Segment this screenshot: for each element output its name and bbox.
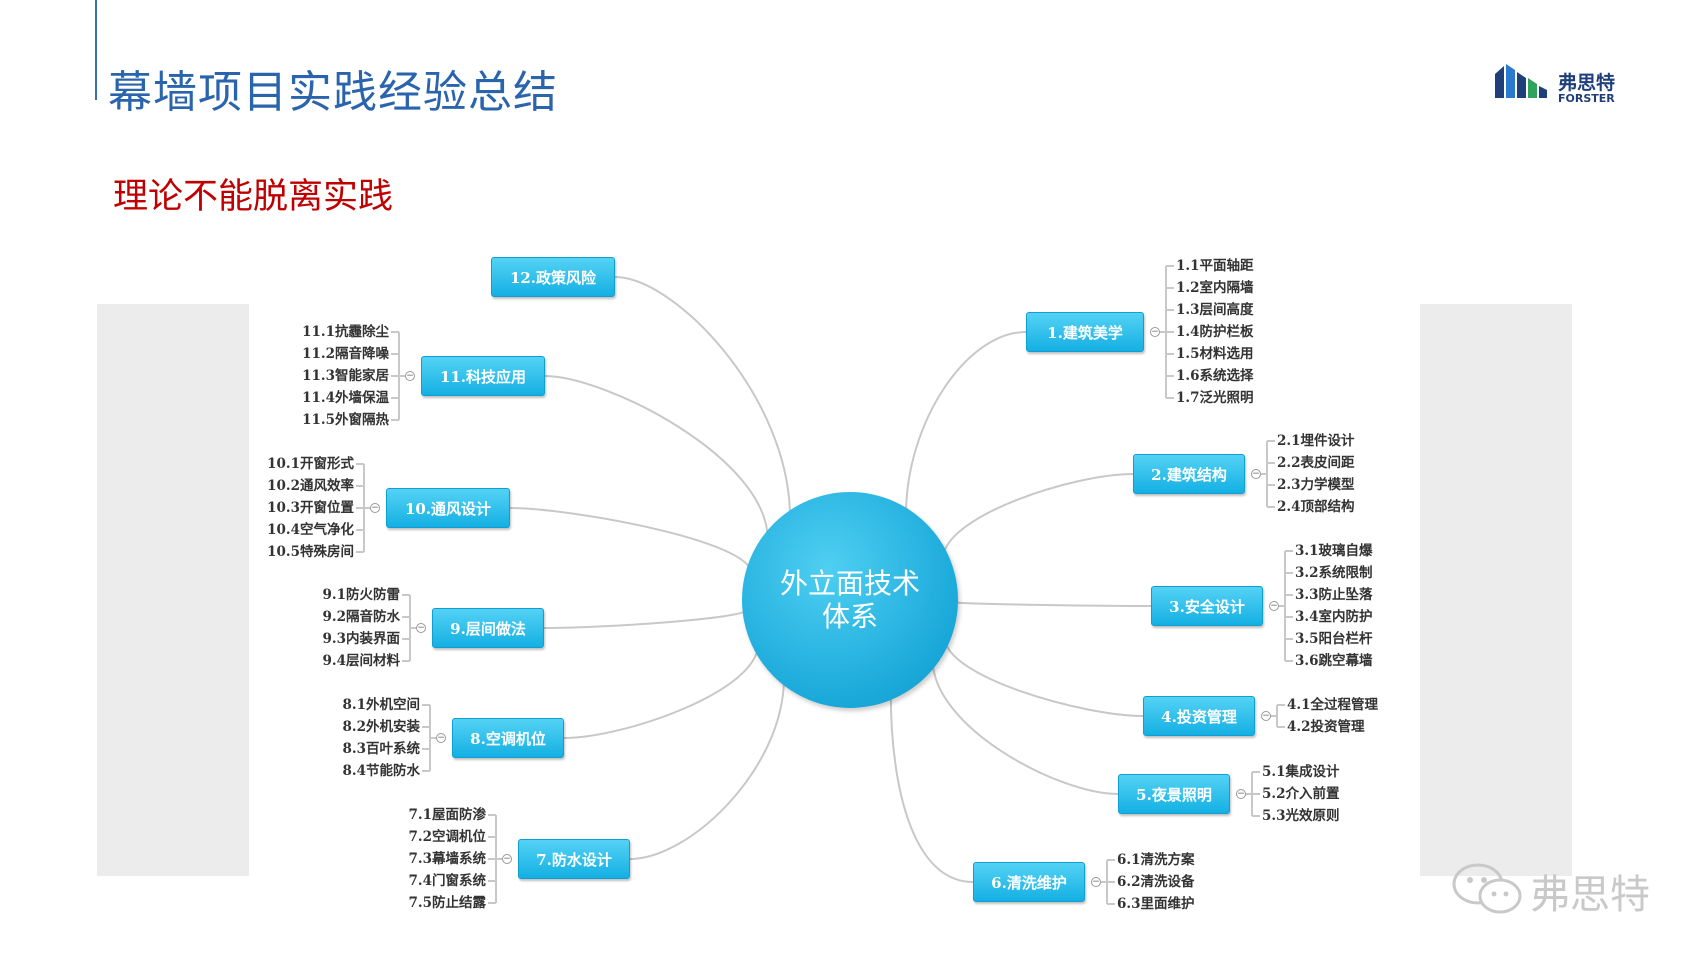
collapse-toggle-2[interactable]: − [1251, 469, 1261, 479]
mindmap-leaf-2-3: 2.3力学模型 [1277, 477, 1355, 493]
logo-chinese-name: 弗思特 [1558, 72, 1616, 94]
mindmap-node-3: 3.安全设计 [1151, 586, 1263, 626]
mindmap-node-11: 11.科技应用 [421, 356, 545, 396]
mindmap-node-12: 12.政策风险 [491, 257, 615, 297]
mindmap-node-9: 9.层间做法 [432, 608, 544, 648]
branch-connector-7 [629, 677, 785, 860]
branch-connector-9 [543, 608, 750, 629]
branch-connector-1 [905, 331, 1027, 515]
branch-connector-4 [943, 637, 1144, 717]
branch-connector-2 [942, 473, 1134, 559]
mindmap-leaf-8-1: 8.1外机空间 [342, 697, 421, 713]
collapse-toggle-10[interactable]: − [370, 503, 380, 513]
wechat-watermark-label: 弗思特 [1530, 872, 1650, 918]
mindmap-leaf-10-3: 10.3开窗位置 [267, 500, 354, 516]
mindmap-leaf-11-1: 11.1抗霾除尘 [302, 324, 389, 340]
collapse-toggle-1[interactable]: − [1150, 327, 1160, 337]
mindmap-leaf-4-1: 4.1全过程管理 [1287, 697, 1378, 713]
mindmap-node-4: 4.投资管理 [1143, 696, 1255, 736]
branch-connector-12 [614, 276, 791, 518]
mindmap-leaf-8-2: 8.2外机安装 [342, 719, 421, 735]
mindmap-leaf-1-7: 1.7泛光照明 [1176, 390, 1254, 406]
collapse-toggle-11[interactable]: − [405, 371, 415, 381]
mindmap-node-6: 6.清洗维护 [973, 862, 1085, 902]
header-accent-bar [95, 0, 97, 100]
collapse-toggle-6[interactable]: − [1091, 877, 1101, 887]
collapse-toggle-4[interactable]: − [1261, 711, 1271, 721]
branch-connector-11 [544, 375, 769, 540]
mindmap-node-5: 5.夜景照明 [1118, 774, 1230, 814]
forster-logo: 弗思特 FORSTER [1495, 62, 1655, 106]
mindmap-node-7: 7.防水设计 [518, 839, 630, 879]
wechat-icon [1452, 863, 1522, 914]
mindmap-leaf-1-1: 1.1平面轴距 [1176, 258, 1254, 274]
mindmap-leaf-1-6: 1.6系统选择 [1176, 368, 1254, 384]
mindmap-leaf-4-2: 4.2投资管理 [1287, 719, 1365, 735]
mindmap-leaf-10-5: 10.5特殊房间 [267, 544, 354, 560]
mindmap-leaf-5-1: 5.1集成设计 [1262, 764, 1340, 780]
mindmap-leaf-8-3: 8.3百叶系统 [342, 741, 421, 757]
mindmap-leaf-3-3: 3.3防止坠落 [1295, 587, 1373, 603]
mindmap-leaf-6-2: 6.2清洗设备 [1117, 874, 1195, 890]
mindmap-leaf-3-5: 3.5阳台栏杆 [1295, 631, 1373, 647]
mindmap-leaf-7-2: 7.2空调机位 [408, 829, 487, 845]
mindmap-leaf-7-1: 7.1屋面防渗 [408, 807, 487, 823]
mindmap-leaf-10-4: 10.4空气净化 [267, 522, 354, 538]
mindmap-leaf-11-5: 11.5外窗隔热 [302, 412, 389, 428]
logo-english-name: FORSTER [1558, 92, 1615, 105]
mindmap-leaf-2-4: 2.4顶部结构 [1277, 499, 1355, 515]
mindmap-leaf-3-6: 3.6跳空幕墙 [1295, 653, 1373, 669]
branch-connector-8 [563, 644, 760, 739]
mindmap-leaf-9-1: 9.1防火防雷 [322, 587, 401, 603]
collapse-toggle-7[interactable]: − [502, 854, 512, 864]
mindmap-leaf-1-3: 1.3层间高度 [1176, 302, 1254, 318]
mindmap-leaf-11-2: 11.2隔音降噪 [302, 346, 389, 362]
mindmap-leaf-10-2: 10.2通风效率 [267, 478, 354, 494]
mindmap-leaf-6-1: 6.1清洗方案 [1117, 852, 1195, 868]
mindmap-center-node: 外立面技术体系 [742, 492, 958, 708]
wechat-watermark: 弗思特 [1450, 860, 1670, 918]
slide-subtitle: 理论不能脱离实践 [113, 177, 394, 217]
mindmap-leaf-3-2: 3.2系统限制 [1295, 565, 1373, 581]
mindmap-leaf-3-1: 3.1玻璃自爆 [1295, 543, 1373, 559]
mindmap-node-1: 1.建筑美学 [1026, 312, 1144, 352]
mindmap-center-label: 外立面技术体系 [779, 567, 920, 633]
slide-title: 幕墙项目实践经验总结 [108, 67, 558, 118]
branch-connector-6 [889, 693, 974, 883]
branch-connector-5 [931, 659, 1119, 795]
mindmap-leaf-1-4: 1.4防护栏板 [1176, 324, 1254, 340]
mindmap-leaf-9-4: 9.4层间材料 [322, 653, 401, 669]
mindmap-leaf-2-1: 2.1埋件设计 [1277, 433, 1355, 449]
mindmap-node-10: 10.通风设计 [386, 488, 510, 528]
mindmap-leaf-7-4: 7.4门窗系统 [408, 873, 487, 889]
collapse-toggle-9[interactable]: − [416, 623, 426, 633]
mindmap-node-8: 8.空调机位 [452, 718, 564, 758]
mindmap-leaf-9-2: 9.2隔音防水 [322, 609, 401, 625]
mindmap-leaf-1-5: 1.5材料选用 [1176, 346, 1254, 362]
mindmap-leaf-9-3: 9.3内装界面 [322, 631, 401, 647]
mindmap-leaf-3-4: 3.4室内防护 [1295, 609, 1373, 625]
mindmap-node-2: 2.建筑结构 [1133, 454, 1245, 494]
right-side-panel [1420, 304, 1572, 876]
mindmap-leaf-5-3: 5.3光效原则 [1262, 808, 1340, 824]
mindmap-leaf-2-2: 2.2表皮间距 [1277, 455, 1355, 471]
collapse-toggle-3[interactable]: − [1269, 601, 1279, 611]
mindmap-leaf-11-4: 11.4外墙保温 [302, 390, 389, 406]
branch-connector-10 [509, 507, 753, 574]
mindmap-leaf-7-3: 7.3幕墙系统 [408, 851, 487, 867]
mindmap-leaf-1-2: 1.2室内隔墙 [1176, 280, 1254, 296]
collapse-toggle-5[interactable]: − [1236, 789, 1246, 799]
left-side-panel [97, 304, 249, 876]
mindmap-leaf-11-3: 11.3智能家居 [302, 368, 389, 384]
mindmap-leaf-5-2: 5.2介入前置 [1262, 786, 1340, 802]
mindmap-leaf-6-3: 6.3里面维护 [1117, 896, 1195, 912]
mindmap-leaf-8-4: 8.4节能防水 [342, 763, 421, 779]
mindmap-leaf-7-5: 7.5防止结露 [408, 895, 487, 911]
collapse-toggle-8[interactable]: − [436, 733, 446, 743]
mindmap-leaf-10-1: 10.1开窗形式 [267, 456, 354, 472]
branch-connector-3 [951, 601, 1152, 607]
forster-logo-mark [1495, 64, 1547, 98]
